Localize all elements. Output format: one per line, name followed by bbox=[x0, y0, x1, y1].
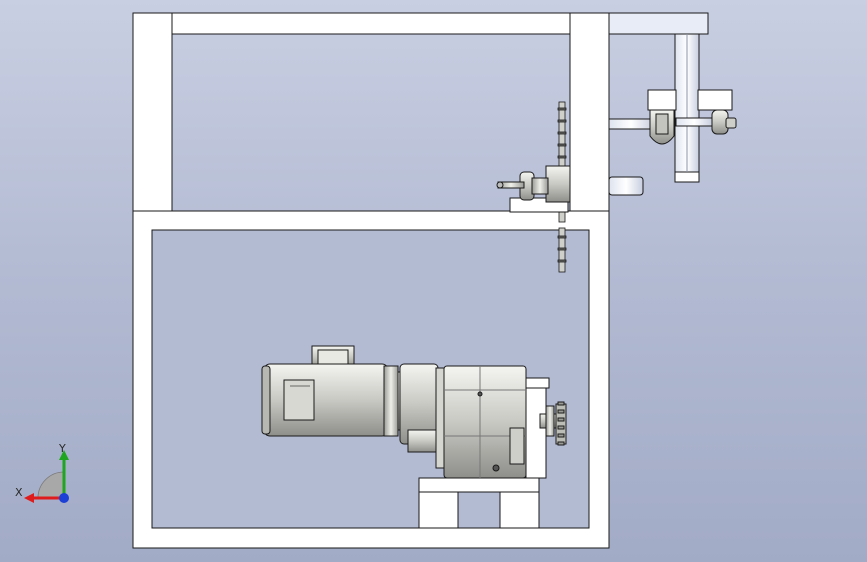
gear-reducer bbox=[399, 363, 527, 479]
upper-frame-left-post bbox=[132, 12, 173, 213]
upper-frame-right-post bbox=[569, 12, 610, 213]
axis-triad-icon bbox=[24, 450, 69, 503]
overhead-arm bbox=[608, 12, 709, 183]
motor-base bbox=[418, 377, 550, 529]
roller-right bbox=[675, 89, 737, 135]
upper-frame bbox=[132, 12, 610, 213]
side-shaft bbox=[608, 118, 654, 196]
upper-frame-top-rail bbox=[132, 12, 610, 35]
output-sprocket bbox=[539, 401, 567, 446]
upper-sprocket bbox=[496, 165, 571, 213]
triad-x-label: X bbox=[15, 486, 23, 499]
triad-y-label: Y bbox=[59, 442, 66, 455]
roller-left bbox=[647, 89, 677, 145]
